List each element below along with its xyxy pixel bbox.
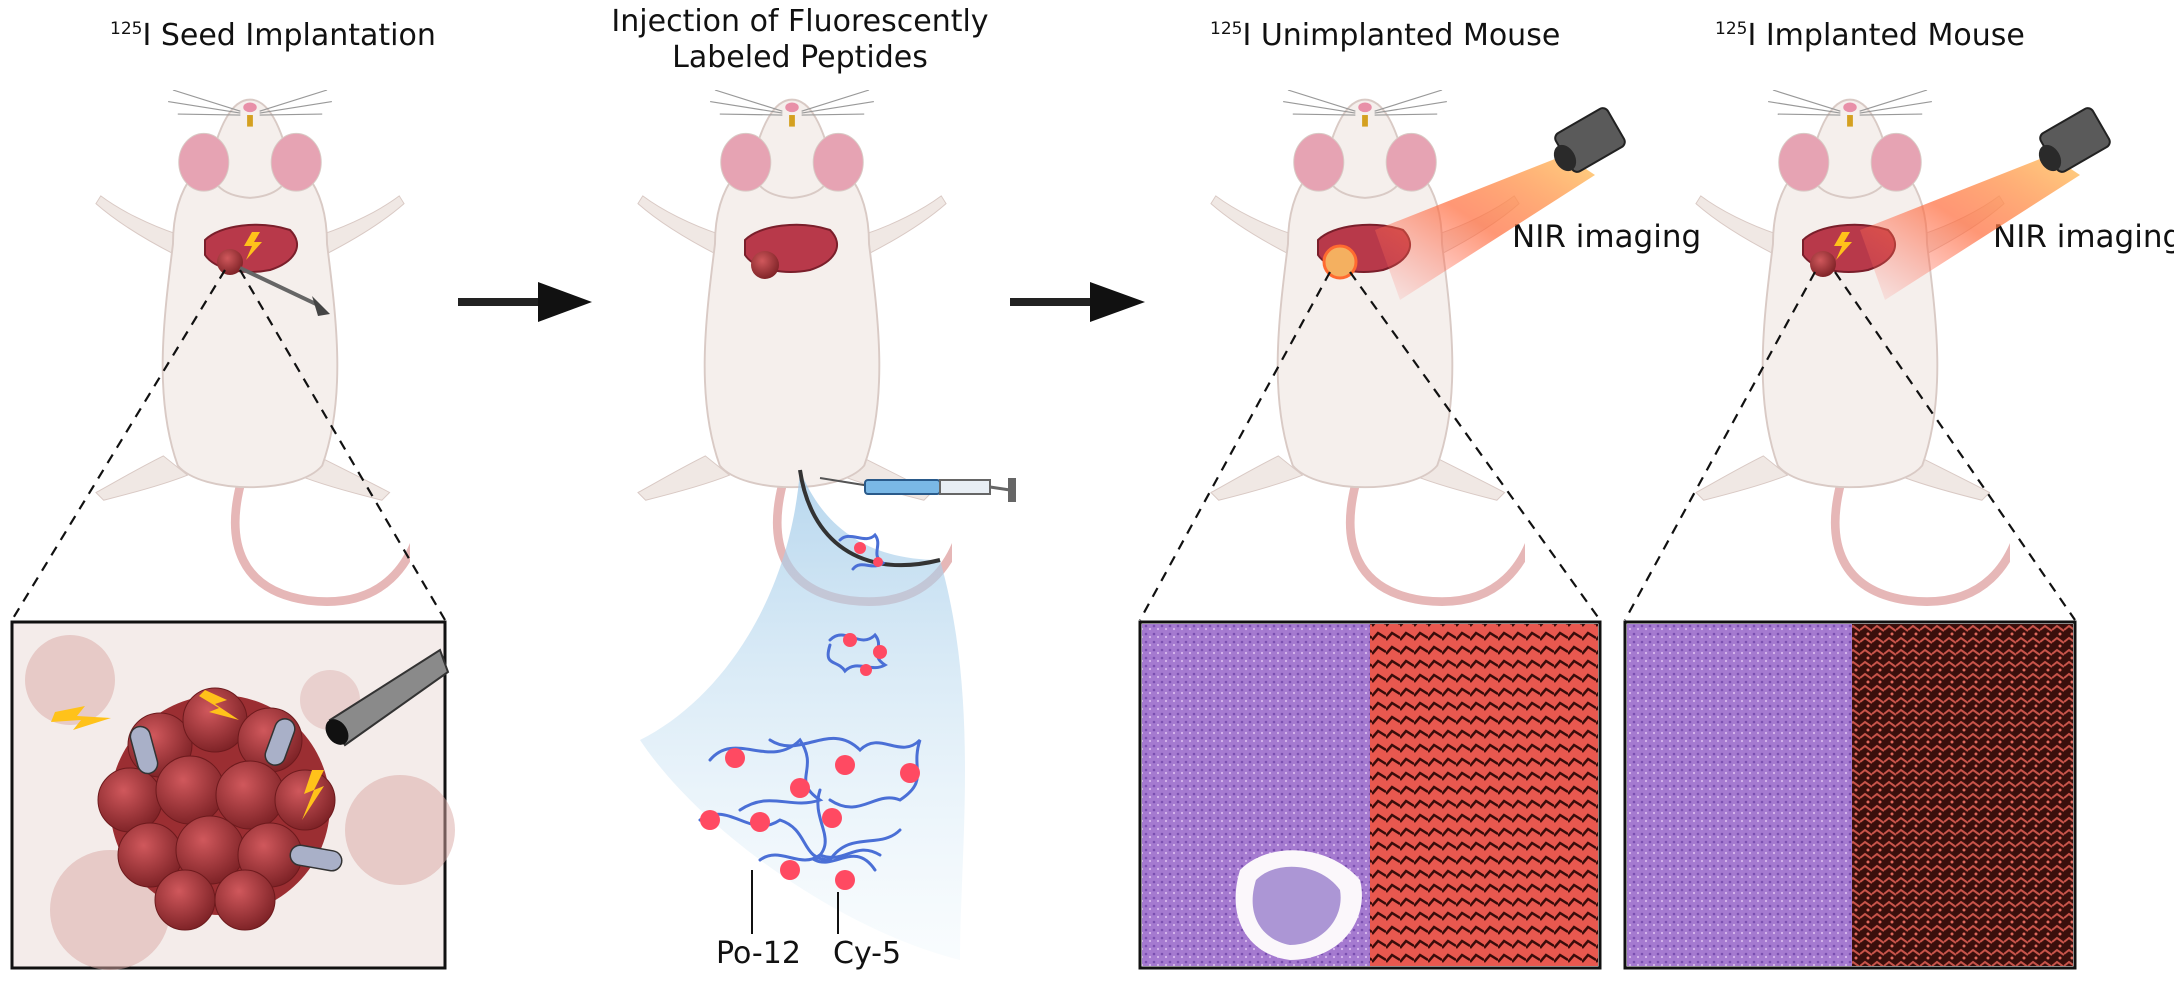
nir-imaging-label-unimplanted: NIR imaging xyxy=(1512,219,1702,255)
liver-organ-2 xyxy=(744,223,839,279)
he-stain-image xyxy=(1627,624,1852,966)
panel-title-injection: Injection of Fluorescently Labeled Pepti… xyxy=(610,4,990,76)
legend-peptide-label: Po-12 xyxy=(716,936,801,971)
mouse-unimplanted xyxy=(1211,90,1538,602)
nir-beam xyxy=(1375,155,1595,300)
panel-title-unimplanted: 125I Unimplanted Mouse xyxy=(1210,18,1560,54)
title-text: I Unimplanted Mouse xyxy=(1242,18,1561,53)
legend-dye-label: Cy-5 xyxy=(833,936,902,971)
nir-fluorescence-image xyxy=(1370,624,1598,966)
blood-vessel-zoom-fan xyxy=(640,470,965,960)
nir-imaging-label-implanted: NIR imaging xyxy=(1993,219,2174,255)
legend-leader-lines xyxy=(751,870,839,934)
histology-inset-unimplanted xyxy=(1138,620,1602,970)
radiation-bolt-icon xyxy=(1834,232,1852,260)
isotope-superscript: 125 xyxy=(1210,19,1243,39)
nir-camera-icon xyxy=(1553,107,1626,173)
isotope-superscript: 125 xyxy=(110,19,143,39)
mouse-seed-implantation xyxy=(96,90,423,602)
seed-needle-icon xyxy=(239,266,330,316)
glowing-tumor-icon xyxy=(1322,244,1358,280)
zoom-lines-3 xyxy=(1139,271,1601,621)
tumor-icon xyxy=(217,249,243,275)
tumor-cluster-icon xyxy=(97,687,336,931)
isotope-superscript: 125 xyxy=(1715,19,1748,39)
arrow-1-icon xyxy=(458,282,592,322)
histology-inset-implanted xyxy=(1623,620,2077,970)
arrow-2-icon xyxy=(1010,282,1145,322)
zoom-lines-1 xyxy=(11,269,446,621)
title-text: I Implanted Mouse xyxy=(1747,18,2025,53)
mouse-implanted xyxy=(1696,90,2023,602)
zoom-lines-4 xyxy=(1624,271,2076,621)
nir-beam xyxy=(1860,155,2080,300)
title-line-2: Labeled Peptides xyxy=(672,40,928,75)
cy5-dye-dots xyxy=(700,542,920,890)
iodine-seed-icon xyxy=(129,718,343,872)
title-line-1: Injection of Fluorescently xyxy=(611,4,989,39)
panel-title-seed-implantation: 125I Seed Implantation xyxy=(110,18,436,54)
radiation-bolt-icon xyxy=(244,232,262,260)
peptide-chains xyxy=(698,532,922,872)
title-text: I Seed Implantation xyxy=(142,18,436,53)
syringe-needle-icon xyxy=(325,648,450,747)
nir-camera-icon xyxy=(2038,107,2111,173)
panel-title-implanted: 125I Implanted Mouse xyxy=(1715,18,2025,54)
inset-seed-closeup xyxy=(10,620,455,970)
syringe-icon xyxy=(819,477,1016,502)
tail-vein xyxy=(798,469,941,568)
nir-fluorescence-image xyxy=(1852,624,2073,966)
radiation-bolt-icon xyxy=(51,690,324,820)
